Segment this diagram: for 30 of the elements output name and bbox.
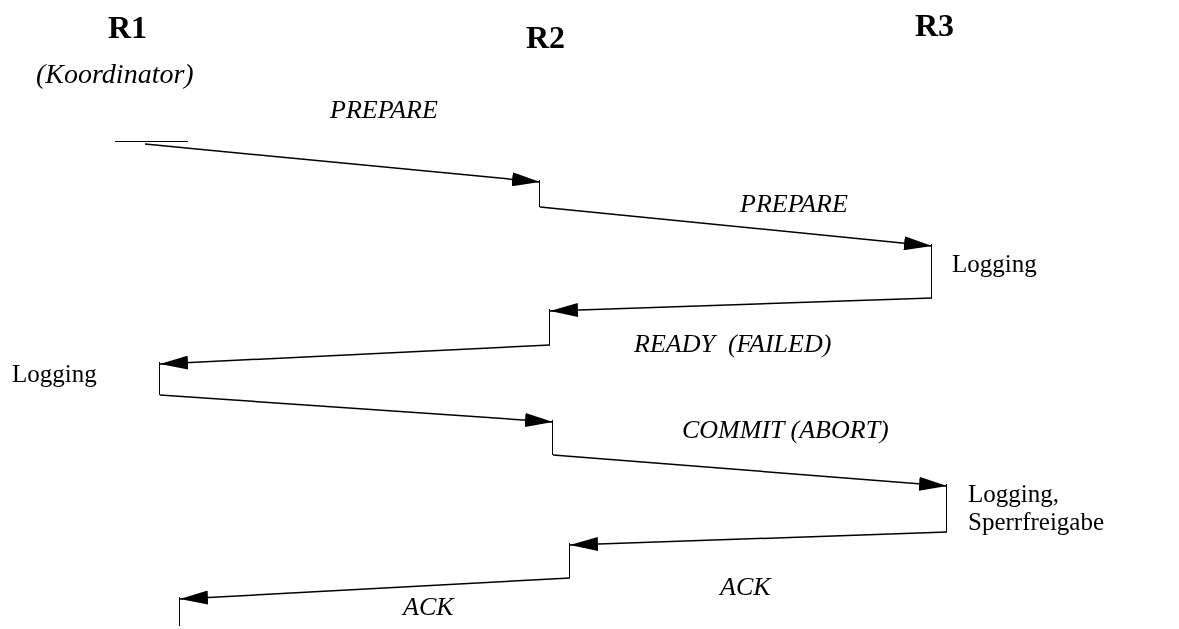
timeline-tick [549, 309, 552, 345]
timeline-tick [179, 597, 182, 626]
arrow [159, 394, 554, 428]
role-label: (Koordinator) [36, 59, 194, 90]
timeline-tick [946, 484, 949, 532]
edge-label: PREPARE [740, 190, 848, 219]
annotation-text: Logging, Sperrfreigabe [968, 480, 1106, 535]
edge-label: ACK [403, 593, 454, 622]
edge-label: READY (FAILED) [634, 330, 832, 359]
timeline-tick [115, 141, 188, 143]
arrow [569, 531, 948, 552]
arrow [144, 143, 541, 187]
timeline-tick [931, 244, 934, 298]
annotation-text: Logging [952, 250, 1038, 278]
edge-label: PREPARE [330, 96, 438, 125]
arrow [549, 297, 933, 318]
arrow [539, 206, 933, 251]
participant-name: R3 [915, 8, 955, 44]
participant-name: R2 [526, 20, 566, 56]
timeline-tick [552, 420, 555, 455]
timeline-tick [569, 543, 572, 578]
edge-label: COMMIT (ABORT) [682, 416, 889, 445]
edge-label: ACK [720, 573, 771, 602]
arrow [179, 577, 571, 605]
annotation-text: Logging [12, 360, 98, 388]
participant-name: R1 [108, 10, 148, 46]
arrow [552, 454, 948, 491]
timeline-tick [159, 362, 162, 395]
arrow [159, 344, 551, 370]
timeline-tick [539, 180, 542, 207]
